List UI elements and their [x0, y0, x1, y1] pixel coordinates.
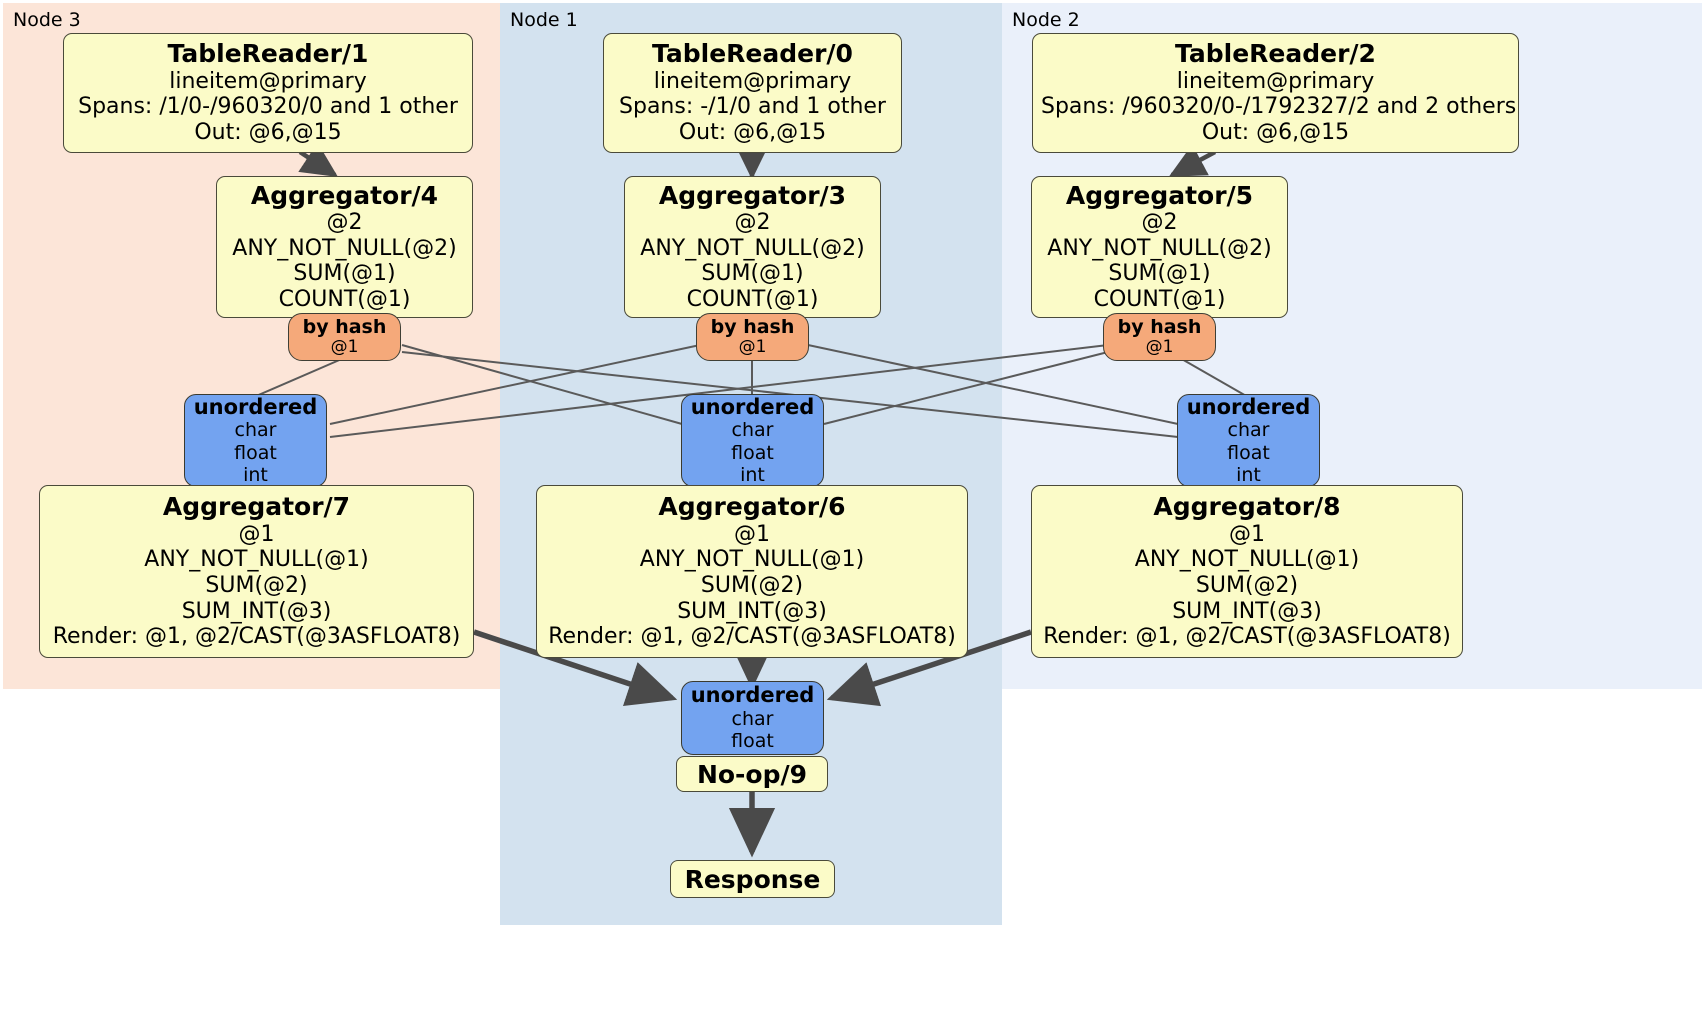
processor-detail-line: SUM_INT(@3): [1172, 598, 1322, 624]
receiver-title: unordered: [690, 394, 815, 419]
processor-detail-line: @2: [1141, 210, 1178, 236]
hash-router-node2[interactable]: by hash @1: [1103, 313, 1216, 361]
processor-title: Aggregator/8: [1153, 492, 1341, 522]
processor-noop-9[interactable]: No-op/9: [676, 756, 828, 792]
processor-detail-line: SUM(@1): [293, 261, 396, 287]
processor-detail-line: ANY_NOT_NULL(@1): [144, 547, 369, 573]
receiver-detail-line: char: [234, 419, 277, 442]
receiver-title: unordered: [193, 394, 318, 419]
processor-detail-line: SUM_INT(@3): [677, 598, 827, 624]
processor-aggregator-4[interactable]: Aggregator/4 @2 ANY_NOT_NULL(@2) SUM(@1)…: [216, 176, 473, 318]
processor-tablereader-1[interactable]: TableReader/1 lineitem@primary Spans: /1…: [63, 33, 473, 153]
receiver-detail-line: float: [1227, 441, 1270, 464]
receiver-detail-line: float: [234, 441, 277, 464]
router-detail-line: @1: [1145, 337, 1174, 358]
processor-detail-line: Render: @1, @2/CAST(@3ASFLOAT8): [1043, 624, 1451, 650]
receiver-unordered-final[interactable]: unordered char float: [681, 681, 824, 755]
processor-detail-line: ANY_NOT_NULL(@1): [639, 547, 865, 573]
router-detail-line: @1: [738, 337, 767, 358]
processor-detail-line: Spans: -/1/0 and 1 other: [619, 94, 886, 120]
receiver-title: unordered: [690, 683, 815, 708]
hash-router-node1[interactable]: by hash @1: [696, 313, 809, 361]
processor-title: Aggregator/5: [1065, 180, 1254, 210]
processor-detail-line: ANY_NOT_NULL(@2): [640, 235, 865, 261]
processor-detail-line: SUM(@1): [1108, 261, 1211, 287]
receiver-detail-line: int: [1236, 464, 1261, 487]
processor-detail-line: Out: @6,@15: [194, 120, 342, 145]
processor-detail-line: COUNT(@1): [1093, 286, 1226, 312]
node-panel-label-node3: Node 3: [13, 9, 81, 31]
processor-title: Aggregator/6: [658, 492, 846, 522]
processor-detail-line: Render: @1, @2/CAST(@3ASFLOAT8): [548, 624, 956, 650]
processor-tablereader-0[interactable]: TableReader/0 lineitem@primary Spans: -/…: [603, 33, 902, 153]
processor-detail-line: COUNT(@1): [278, 286, 411, 312]
node-panel-label-node1: Node 1: [510, 9, 578, 31]
processor-title: Aggregator/3: [658, 180, 847, 210]
processor-response[interactable]: Response: [670, 860, 835, 898]
processor-detail-line: SUM(@2): [1195, 572, 1299, 598]
processor-title: Aggregator/4: [250, 180, 439, 210]
processor-detail-line: Render: @1, @2/CAST(@3ASFLOAT8): [52, 624, 461, 650]
processor-detail-line: Out: @6,@15: [1201, 120, 1350, 145]
hash-router-node3[interactable]: by hash @1: [288, 313, 401, 361]
processor-detail-line: COUNT(@1): [686, 286, 819, 312]
processor-detail-line: SUM(@1): [701, 261, 804, 287]
processor-detail-line: ANY_NOT_NULL(@2): [1047, 235, 1272, 261]
processor-detail-line: @1: [1229, 521, 1265, 547]
processor-detail-line: lineitem@primary: [1176, 68, 1375, 94]
processor-detail-line: ANY_NOT_NULL(@2): [232, 235, 457, 261]
receiver-unordered-node1[interactable]: unordered char float int: [681, 394, 824, 487]
processor-detail-line: lineitem@primary: [169, 68, 367, 94]
processor-detail-line: ANY_NOT_NULL(@1): [1134, 547, 1360, 573]
receiver-detail-line: float: [731, 441, 774, 464]
processor-title: Aggregator/7: [162, 492, 351, 522]
receiver-detail-line: int: [740, 464, 765, 487]
receiver-title: unordered: [1186, 394, 1311, 419]
receiver-detail-line: char: [731, 419, 774, 442]
receiver-detail-line: float: [731, 730, 774, 753]
router-detail-line: @1: [330, 337, 359, 358]
processor-aggregator-3[interactable]: Aggregator/3 @2 ANY_NOT_NULL(@2) SUM(@1)…: [624, 176, 881, 318]
router-title: by hash: [710, 316, 795, 339]
receiver-unordered-node2[interactable]: unordered char float int: [1177, 394, 1320, 487]
node-panel-label-node2: Node 2: [1012, 9, 1080, 31]
receiver-detail-line: int: [243, 464, 268, 487]
processor-aggregator-5[interactable]: Aggregator/5 @2 ANY_NOT_NULL(@2) SUM(@1)…: [1031, 176, 1288, 318]
processor-detail-line: Out: @6,@15: [678, 120, 827, 145]
processor-title: TableReader/0: [652, 39, 853, 69]
processor-title: TableReader/2: [1175, 39, 1376, 69]
processor-aggregator-6[interactable]: Aggregator/6 @1 ANY_NOT_NULL(@1) SUM(@2)…: [536, 485, 968, 658]
processor-detail-line: SUM(@2): [700, 572, 804, 598]
processor-tablereader-2[interactable]: TableReader/2 lineitem@primary Spans: /9…: [1032, 33, 1519, 153]
router-title: by hash: [302, 316, 387, 339]
processor-detail-line: @2: [326, 210, 363, 236]
processor-detail-line: Spans: /1/0-/960320/0 and 1 other: [78, 94, 458, 120]
processor-detail-line: Spans: /960320/0-/1792327/2 and 2 others: [1041, 94, 1517, 120]
processor-aggregator-8[interactable]: Aggregator/8 @1 ANY_NOT_NULL(@1) SUM(@2)…: [1031, 485, 1463, 658]
processor-detail-line: @1: [238, 521, 275, 547]
processor-detail-line: SUM(@2): [205, 572, 308, 598]
processor-title: TableReader/1: [167, 39, 369, 69]
processor-detail-line: SUM_INT(@3): [181, 598, 332, 624]
router-title: by hash: [1117, 316, 1202, 339]
processor-detail-line: @2: [734, 210, 771, 236]
processor-detail-line: @1: [734, 521, 770, 547]
processor-detail-line: lineitem@primary: [653, 68, 852, 94]
receiver-detail-line: char: [1227, 419, 1270, 442]
receiver-unordered-node3[interactable]: unordered char float int: [184, 394, 327, 487]
processor-aggregator-7[interactable]: Aggregator/7 @1 ANY_NOT_NULL(@1) SUM(@2)…: [39, 485, 474, 658]
receiver-detail-line: char: [731, 707, 774, 730]
